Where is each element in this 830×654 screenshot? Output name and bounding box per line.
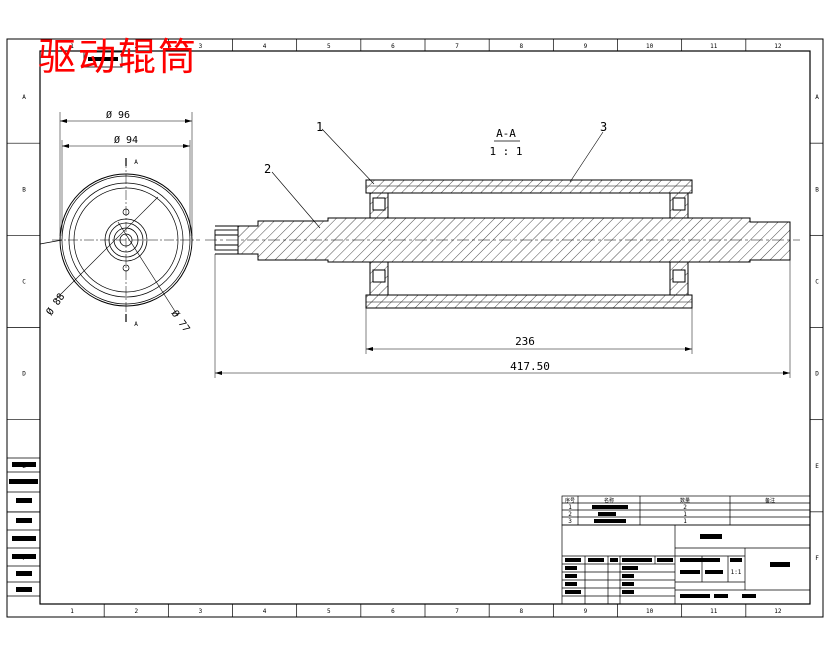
zone-label-bottom: 1	[70, 608, 74, 615]
zone-label-top: 2	[134, 43, 138, 50]
bom-row-no: 3	[568, 518, 572, 525]
bom-row-qty: 1	[683, 511, 687, 518]
zone-label-right: D	[815, 371, 819, 378]
zone-label-top: 3	[199, 43, 203, 50]
dim-len417: 417.50	[510, 360, 550, 373]
small-title-box	[83, 51, 123, 68]
zone-label-top: 7	[455, 43, 459, 50]
balloon-3: 3	[600, 120, 607, 134]
zone-label-right: E	[815, 463, 819, 470]
leaders	[271, 128, 604, 229]
zone-label-right: F	[815, 555, 819, 562]
tube-inner-lines	[388, 192, 670, 296]
zone-label-left: D	[22, 371, 26, 378]
zone-label-top: 9	[584, 43, 588, 50]
dim-d77: Ø 77	[169, 308, 193, 335]
tube-bottom-wall	[365, 294, 693, 309]
zone-label-bottom: 12	[774, 608, 782, 615]
left-margin-table	[7, 457, 40, 597]
title-block-marks	[565, 534, 790, 598]
zone-label-right: C	[815, 278, 819, 285]
zone-label-right: A	[815, 94, 819, 101]
zone-markers: 112233445566778899101011111212AABBCCDDEE…	[7, 39, 823, 617]
left-margin-marks	[9, 462, 38, 592]
bom-header-name: 名称	[604, 497, 614, 504]
zone-label-left: A	[22, 94, 26, 101]
zone-label-bottom: 2	[134, 608, 138, 615]
end-caps	[369, 192, 689, 296]
section-mark-bottom: A	[134, 321, 138, 328]
bom-header-qty: 数量	[680, 497, 690, 504]
zone-label-bottom: 9	[584, 608, 588, 615]
zone-label-bottom: 4	[263, 608, 267, 615]
zone-label-bottom: 5	[327, 608, 331, 615]
title-block-scale: 1:1	[731, 569, 742, 576]
zone-label-top: 12	[774, 43, 782, 50]
bom-name-marks	[592, 505, 628, 523]
zone-label-bottom: 10	[646, 608, 654, 615]
zone-label-bottom: 3	[199, 608, 203, 615]
zone-label-bottom: 11	[710, 608, 718, 615]
length-dimensions	[214, 254, 791, 378]
zone-label-bottom: 7	[455, 608, 459, 615]
zone-label-bottom: 6	[391, 608, 395, 615]
tube-top-wall	[365, 179, 693, 194]
bom-header-no: 序号	[565, 497, 575, 504]
balloon-2: 2	[264, 162, 271, 176]
zone-label-top: 10	[646, 43, 654, 50]
dim-d88: Ø 88	[44, 291, 68, 318]
zone-label-left: C	[22, 278, 26, 285]
length-dimension-arrows	[215, 347, 790, 375]
zone-label-bottom: 8	[519, 608, 523, 615]
bom-row-qty: 2	[683, 504, 687, 511]
bom-row-no: 2	[568, 511, 572, 518]
drawing-title: 驱动辊筒	[38, 35, 199, 79]
inner-frame	[39, 50, 811, 605]
dim-len236: 236	[515, 335, 535, 348]
zone-label-top: 8	[519, 43, 523, 50]
zone-label-top: 6	[391, 43, 395, 50]
dim-d96: Ø 96	[106, 109, 130, 121]
balloon-1: 1	[316, 120, 323, 134]
dim-d94: Ø 94	[114, 134, 138, 146]
section-label: A-A	[496, 127, 516, 140]
title-block	[561, 524, 811, 605]
outer-frame	[6, 38, 824, 618]
small-title-text	[88, 57, 118, 61]
end-view	[39, 112, 200, 322]
zone-label-right: B	[815, 186, 819, 193]
section-mark-top: A	[134, 159, 138, 166]
zone-label-top: 1	[70, 43, 74, 50]
zone-label-left: B	[22, 186, 26, 193]
zone-label-top: 4	[263, 43, 267, 50]
end-view-arrows	[60, 119, 192, 148]
zone-label-top: 11	[710, 43, 718, 50]
bom-row-no: 1	[568, 504, 572, 511]
scale-label: 1 : 1	[489, 145, 522, 158]
zone-label-top: 5	[327, 43, 331, 50]
bom-row-qty: 1	[683, 518, 687, 525]
bom-header-remark: 备注	[765, 497, 775, 504]
